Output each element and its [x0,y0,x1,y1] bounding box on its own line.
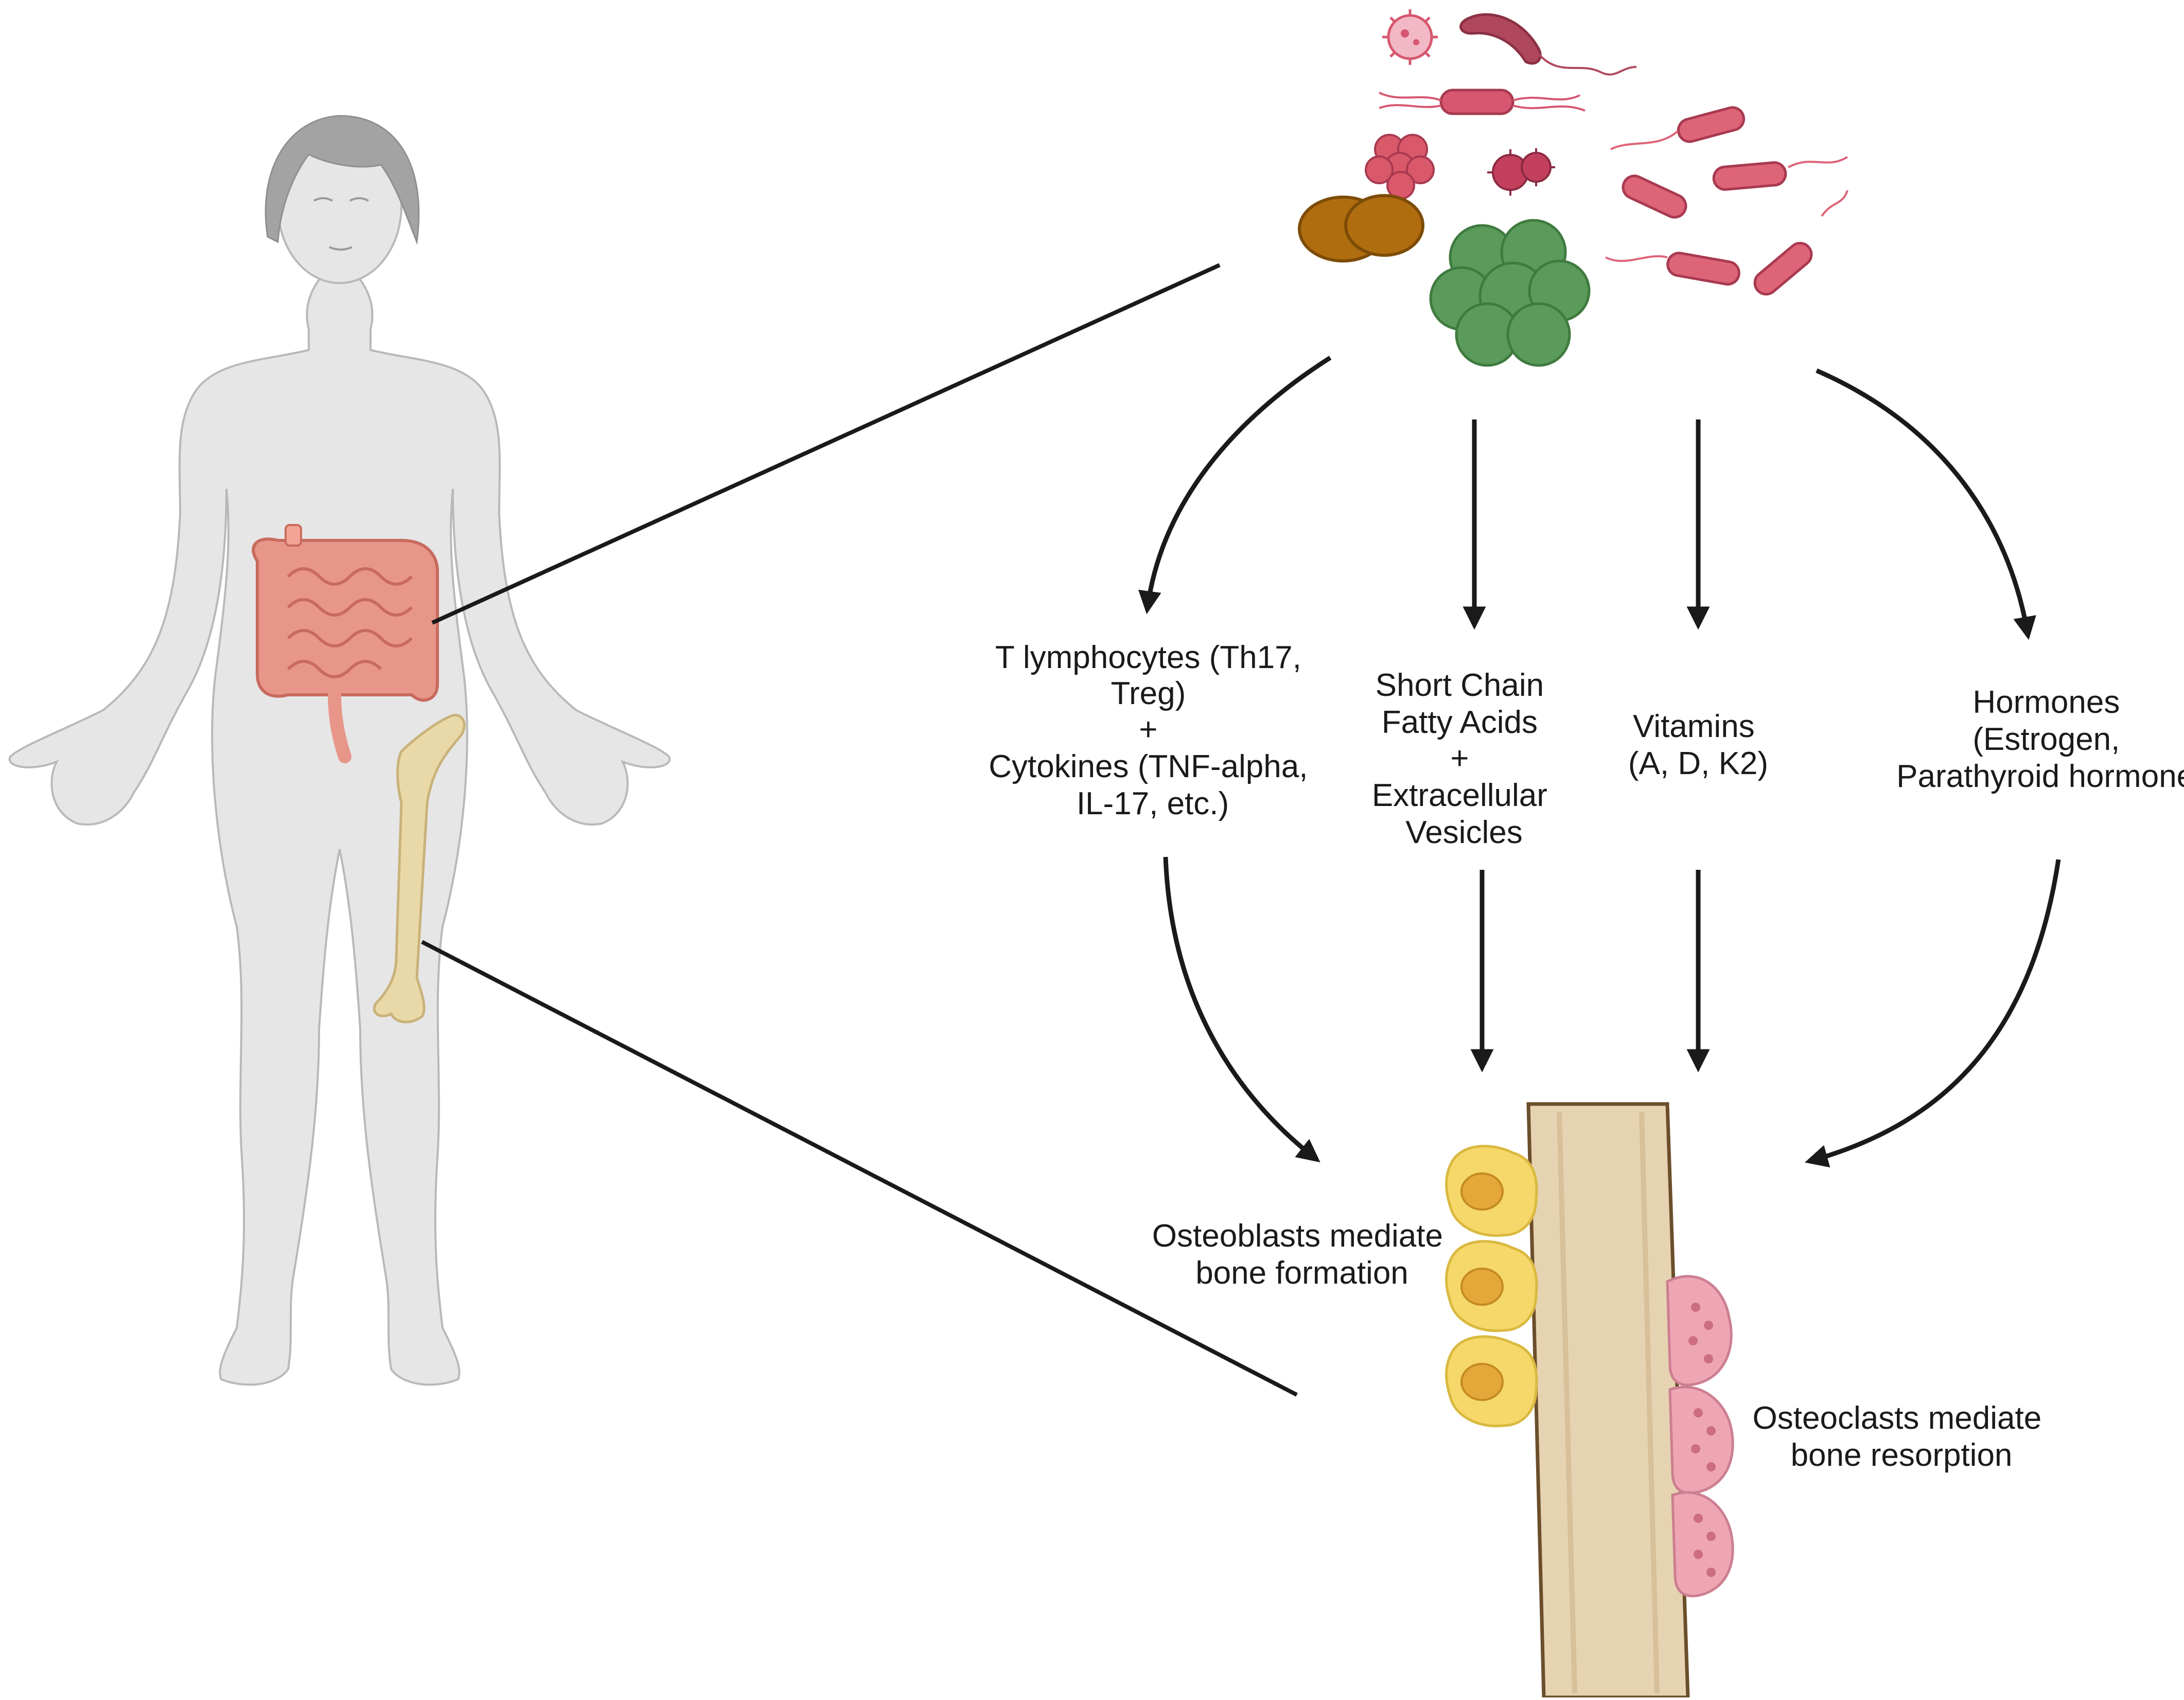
human-figure [8,115,671,1386]
t-cells-line: IL-17, etc.) [1077,786,1229,821]
gut-microbiota [1298,9,1848,367]
hormones-line: Hormones [1972,685,2120,720]
arrow-to-hormones [1816,368,2036,640]
body-silhouette [8,267,671,1386]
t-cells-line: + [1139,712,1157,747]
osteoclasts-line: bone resorption [1791,1438,2013,1473]
bone-shaft [1526,1102,1690,1699]
virus-icon [1382,9,1438,65]
osteoclast-cell [1671,1491,1734,1598]
osteoclast-cell [1668,1386,1734,1495]
hair [265,115,420,245]
hormones-line: (Estrogen, [1972,722,2120,757]
spiky-cocci-icon [1487,148,1555,196]
scfa-line: Extracellular [1372,778,1547,813]
osteoblasts [1445,1145,1538,1428]
flagellated-rod-icon [1379,89,1586,115]
femur [373,713,466,1024]
t-cells-line: T lymphocytes (Th17, [995,640,1301,675]
vitamins-line: (A, D, K2) [1628,746,1768,781]
curved-bacterium-icon [1459,13,1637,76]
arrow-hormones-to-osteoclasts [1804,859,2061,1168]
osteoclasts-line: Osteoclasts mediate [1753,1400,2042,1436]
osteoblast-cell [1445,1240,1538,1333]
scfa-line: + [1450,741,1469,776]
bone-connector-line [421,940,1298,1397]
red-cocci-cluster-icon [1365,134,1435,200]
scfa-line: Vesicles [1405,815,1522,850]
scfa-label: Short Chain Fatty Acids + Extracellular … [1372,668,1556,850]
osteoblast-cell [1445,1145,1538,1237]
arrow-t-cells-to-osteoblasts [1163,856,1320,1163]
gut-connector-line [431,263,1221,625]
osteoclast-cell [1666,1275,1733,1387]
scfa-line: Fatty Acids [1382,705,1538,740]
vitamins-line: Vitamins [1633,709,1755,744]
arrow-to-t-cells [1138,356,1332,615]
t-cells-line: Treg) [1111,676,1186,711]
brown-diplococcus-icon [1298,194,1424,262]
hormones-label: Hormones (Estrogen, Parathyroid hormone) [1896,685,2184,794]
osteoclasts-label: Osteoclasts mediate bone resorption [1753,1400,2051,1473]
osteoblasts-label: Osteoblasts mediate bone formation [1152,1218,1452,1291]
t-cells-line: Cytokines (TNF-alpha, [989,749,1308,784]
green-cocci-cluster-icon [1429,219,1591,367]
scfa-line: Short Chain [1376,668,1544,703]
t-cells-label: T lymphocytes (Th17, Treg) + Cytokines (… [989,640,1316,821]
osteoclasts [1666,1275,1734,1598]
rod-bacteria-icon [1622,106,1813,296]
osteoblasts-line: Osteoblasts mediate [1152,1218,1443,1254]
vitamins-label: Vitamins (A, D, K2) [1628,709,1768,781]
osteoblasts-line: bone formation [1195,1255,1408,1291]
intestine [252,524,439,763]
hormones-line: Parathyroid hormone) [1896,759,2184,794]
osteoblast-cell [1445,1335,1538,1428]
